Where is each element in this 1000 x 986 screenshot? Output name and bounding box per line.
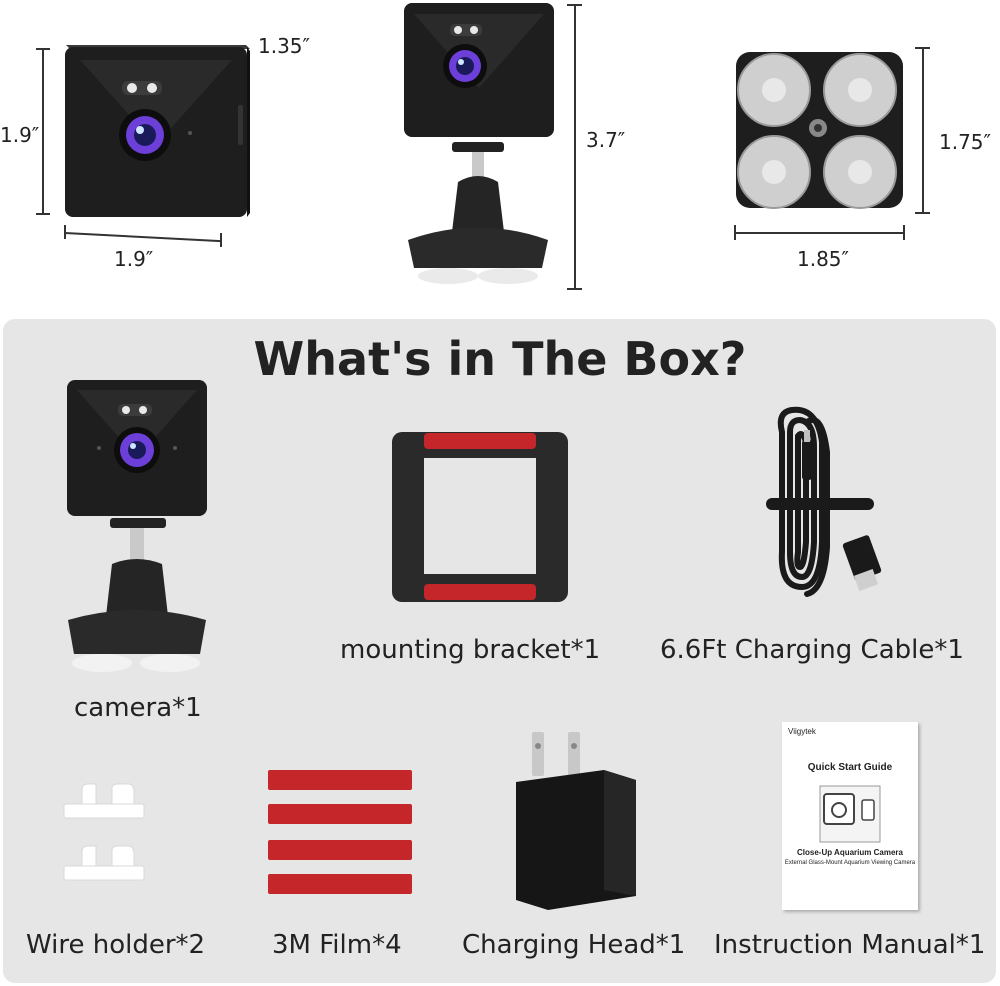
manual-product: Close-Up Aquarium Camera	[797, 848, 903, 857]
cube-width-label: 1.9″	[114, 247, 154, 271]
cube-height-label: 1.9″	[0, 123, 40, 147]
charging-cable-image	[762, 402, 882, 602]
suction-width-label: 1.85″	[797, 247, 850, 271]
cube-depth-label: 1.35″	[258, 34, 311, 58]
manual-subtitle: External Glass-Mount Aquarium Viewing Ca…	[784, 860, 916, 866]
mounting-bracket-label: mounting bracket*1	[340, 635, 601, 665]
charging-head-image	[512, 730, 642, 912]
film-strips-image	[266, 768, 416, 898]
mounting-bracket-image	[390, 430, 570, 604]
cube-width-line	[64, 232, 221, 242]
instruction-manual-image: Viigytek Quick Start Guide Close-Up Aqua…	[782, 722, 918, 910]
instruction-manual-label: Instruction Manual*1	[714, 930, 986, 960]
stand-height-label: 3.7″	[586, 128, 626, 152]
manual-product-icon	[818, 784, 882, 844]
wire-holder-image	[62, 782, 152, 892]
charging-cable-label: 6.6Ft Charging Cable*1	[660, 635, 964, 665]
camera-item-label: camera*1	[74, 693, 202, 723]
manual-heading: Quick Start Guide	[807, 762, 893, 773]
camera-item-image	[62, 378, 212, 678]
cube-height-line	[42, 48, 44, 214]
manual-brand: Viigytek	[788, 727, 816, 736]
cube-camera-image	[60, 35, 260, 225]
film-label: 3M Film*4	[272, 930, 402, 960]
stand-height-line	[574, 4, 576, 289]
charging-head-label: Charging Head*1	[462, 930, 686, 960]
suction-back-image	[732, 42, 907, 212]
suction-height-line	[922, 47, 924, 213]
standing-camera-image	[400, 0, 560, 290]
suction-width-line	[734, 232, 904, 234]
box-title: What's in The Box?	[253, 332, 747, 386]
wire-holder-label: Wire holder*2	[26, 930, 206, 960]
suction-height-label: 1.75″	[939, 130, 992, 154]
